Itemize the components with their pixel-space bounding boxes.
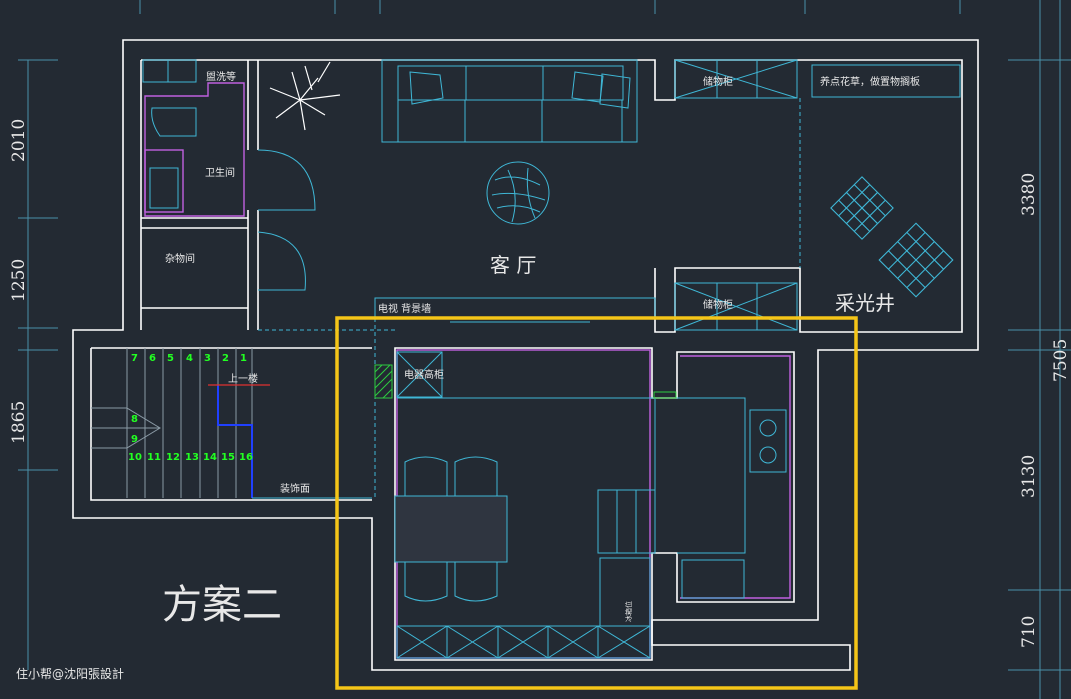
dimension-left-2: 1250 bbox=[9, 259, 29, 302]
watermark: 住小帮@沈阳張設計 bbox=[16, 666, 124, 681]
furniture bbox=[142, 59, 961, 659]
stair-numbers: 7 6 5 4 3 2 1 8 9 10 11 12 13 14 15 16 bbox=[128, 353, 253, 463]
dimension-right-total: 7505 bbox=[1051, 339, 1071, 382]
fridge-label: 冰箱位 bbox=[624, 601, 633, 622]
cabinet-top-label: 储物柜 bbox=[703, 75, 733, 88]
upstairs-label: 上一楼 bbox=[228, 372, 258, 385]
scheme-title: 方案二 bbox=[162, 582, 282, 628]
cabinet-bottom-label: 储物柜 bbox=[703, 298, 733, 311]
storage-label: 杂物间 bbox=[165, 252, 195, 265]
plant bbox=[269, 61, 341, 131]
stair-number: 9 bbox=[131, 434, 138, 445]
stair-number: 14 bbox=[203, 452, 217, 463]
stair-number: 11 bbox=[147, 452, 161, 463]
bathroom-label: 卫生间 bbox=[205, 166, 235, 179]
tv-wall-label: 电视 背景墙 bbox=[378, 302, 431, 315]
stair-number: 12 bbox=[166, 452, 180, 463]
top-ticks bbox=[139, 0, 961, 14]
left-dimension-lines bbox=[18, 59, 58, 670]
lightwell-chairs bbox=[830, 176, 954, 298]
stair-number: 16 bbox=[239, 452, 253, 463]
lightwell-label: 采光井 bbox=[835, 291, 895, 315]
decor-wall-label: 装饰面 bbox=[280, 482, 310, 495]
stair-number: 10 bbox=[128, 452, 142, 463]
stair-direction-line bbox=[217, 385, 253, 498]
wash-cabinet-label: 盥洗等 bbox=[206, 70, 236, 83]
stair-number: 1 bbox=[240, 353, 247, 364]
stair-number: 2 bbox=[222, 353, 229, 364]
dimension-right-3: 710 bbox=[1019, 616, 1039, 648]
stair-number: 3 bbox=[204, 353, 211, 364]
living-room-label: 客 厅 bbox=[490, 253, 536, 277]
walls bbox=[72, 39, 979, 671]
stair-number: 5 bbox=[167, 353, 174, 364]
appliance-cabinet-label: 电器高柜 bbox=[404, 368, 444, 381]
stair-number: 6 bbox=[149, 353, 156, 364]
stair-number: 13 bbox=[185, 452, 199, 463]
dimension-left-1: 2010 bbox=[9, 119, 29, 162]
dimension-right-2: 3130 bbox=[1019, 455, 1039, 498]
right-dimension-lines bbox=[1008, 0, 1071, 699]
hatch bbox=[374, 364, 677, 399]
scheme-highlight-box bbox=[335, 316, 858, 690]
plants-note-label: 养点花草，做置物搁板 bbox=[820, 75, 920, 88]
stair-number: 15 bbox=[221, 452, 235, 463]
dimension-right-1: 3380 bbox=[1019, 173, 1039, 216]
stair-number: 8 bbox=[131, 414, 138, 425]
dimension-left-3: 1865 bbox=[9, 401, 29, 444]
stair-number: 7 bbox=[131, 353, 138, 364]
stair-number: 4 bbox=[186, 353, 193, 364]
